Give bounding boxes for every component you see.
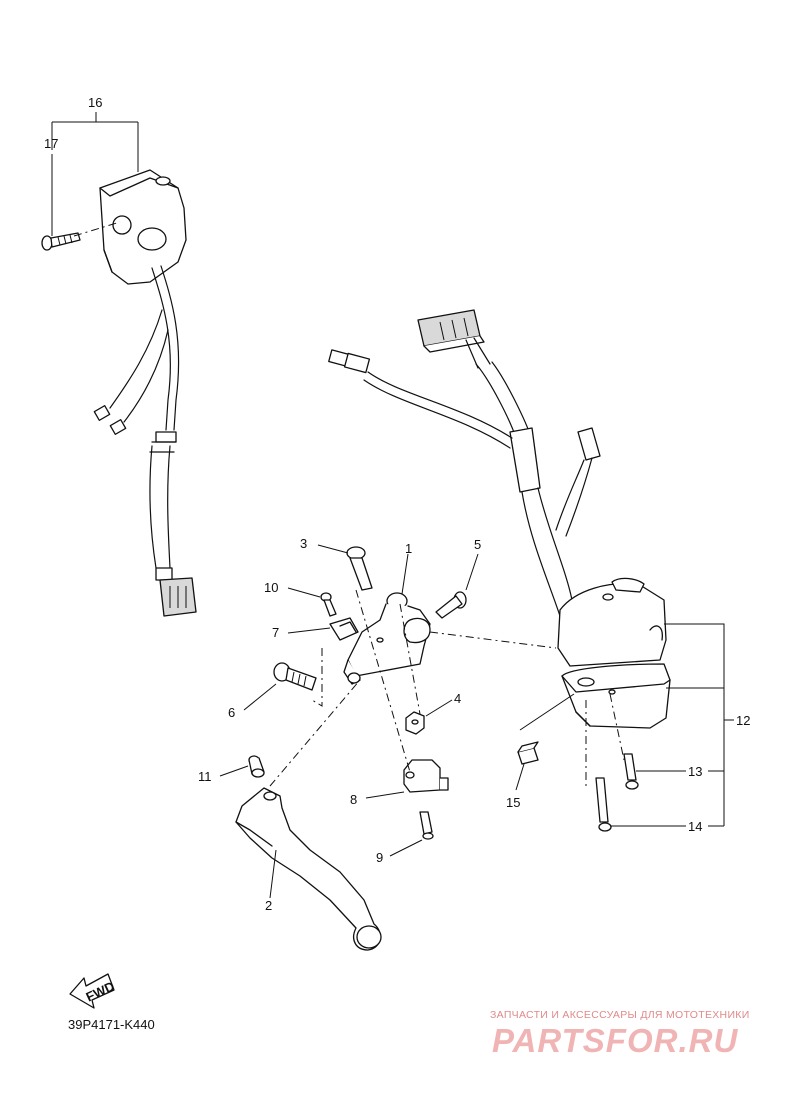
callout-3: 3 <box>300 536 307 551</box>
lever-collar <box>248 755 265 778</box>
callout-numbers: 1 2 3 4 5 6 7 8 9 10 11 12 13 14 15 16 1… <box>44 95 750 913</box>
callout-13: 13 <box>688 764 702 779</box>
clutch-lever <box>235 787 382 951</box>
callout-16: 16 <box>88 95 102 110</box>
diagram-part-code: 39P4171-K440 <box>68 1017 155 1032</box>
switch-screw <box>419 811 434 840</box>
holder-clamp-bolt <box>435 591 467 619</box>
callout-14: 14 <box>688 819 702 834</box>
callout-7: 7 <box>272 625 279 640</box>
holder-bolt <box>346 546 373 591</box>
clutch-switch <box>403 759 449 793</box>
switch-insert <box>517 741 539 765</box>
watermark-logo: PARTSFOR.RU <box>492 1022 739 1059</box>
callout-6: 6 <box>228 705 235 720</box>
alignment-lines <box>73 221 625 790</box>
callout-17: 17 <box>44 136 58 151</box>
lever-pivot-bolt <box>273 662 317 691</box>
right-handlebar-switch <box>557 577 671 729</box>
callout-2: 2 <box>265 898 272 913</box>
callout-4: 4 <box>454 691 461 706</box>
switch-mount-screw <box>320 592 337 617</box>
callout-10: 10 <box>264 580 278 595</box>
right-switch-harness <box>328 309 601 617</box>
holder-clip <box>329 617 359 641</box>
lever-holder <box>343 592 431 685</box>
callout-leaders <box>51 112 734 899</box>
fwd-arrow-icon: FWD <box>69 973 117 1009</box>
callout-8: 8 <box>350 792 357 807</box>
callout-5: 5 <box>474 537 481 552</box>
fwd-label: FWD <box>84 978 117 1004</box>
callout-12: 12 <box>736 713 750 728</box>
watermark-caption: ЗАПЧАСТИ И АКСЕССУАРЫ ДЛЯ МОТОТЕХНИКИ <box>490 1009 750 1021</box>
right-switch-screw-short <box>623 753 639 790</box>
pivot-nut <box>405 711 425 735</box>
left-switch-harness <box>93 265 197 617</box>
callout-11: 11 <box>198 769 212 784</box>
left-handlebar-switch <box>99 169 187 285</box>
left-switch-screw <box>41 232 81 251</box>
callout-9: 9 <box>376 850 383 865</box>
callout-1: 1 <box>405 541 412 556</box>
right-switch-screw-long <box>595 777 612 832</box>
callout-15: 15 <box>506 795 520 810</box>
